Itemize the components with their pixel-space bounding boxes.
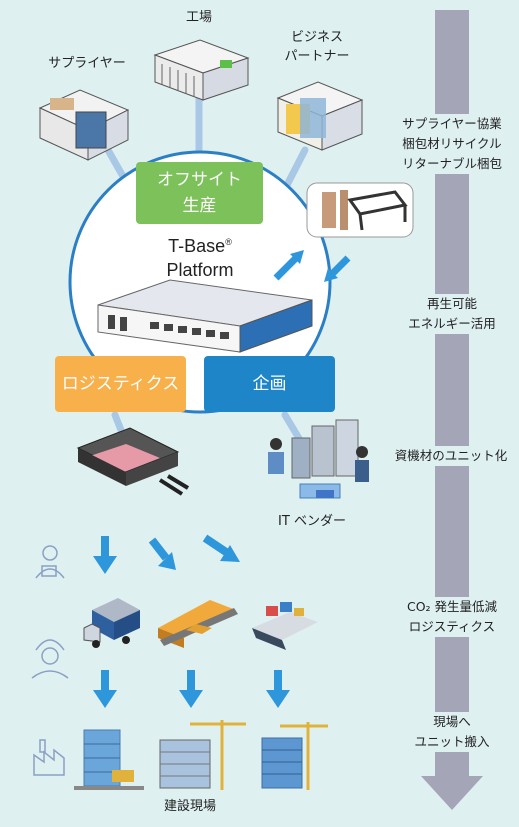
person-icon-1 (35, 545, 65, 579)
side-label-5-line-1: 現場へ (433, 714, 471, 729)
side-label-renewable: 再生可能 エネルギー活用 (390, 294, 514, 334)
platform-title-line-1: T-Base® (130, 230, 270, 258)
offsite-line-2: 生産 (182, 196, 217, 216)
side-label-unitization: 資機材のユニット化 (383, 446, 519, 466)
side-label-2-line-1: 再生可能 (426, 296, 477, 311)
construction-site-icon-1 (74, 729, 144, 790)
construction-site-icon-3 (261, 722, 328, 790)
cycle-arrows (273, 250, 351, 282)
side-label-5-line-2: ユニット搬入 (414, 734, 490, 749)
side-label-4-line-2: ロジスティクス (408, 619, 496, 634)
side-label-supplier-collab: サプライヤー協業 梱包材リサイクル リターナブル梱包 (388, 114, 516, 174)
side-label-co2-logistics: CO₂ 発生量低減 ロジスティクス (392, 597, 512, 637)
parts-unit-icon (306, 182, 414, 238)
unit-module-icon (76, 427, 190, 496)
construction-site-label: 建設現場 (163, 799, 216, 814)
factory-label: 工場 (185, 10, 212, 25)
side-label-unit-delivery: 現場へ ユニット搬入 (400, 712, 504, 752)
connector-planning (281, 411, 304, 444)
side-label-3-line-1: 資機材のユニット化 (394, 448, 508, 463)
worker-helmet-icon (31, 639, 69, 679)
it-vendor-icon (268, 419, 369, 499)
arrows-row-1 (93, 534, 240, 574)
supplier-building-icon (38, 89, 130, 161)
platform-title: T-Base® Platform (130, 230, 270, 282)
platform-title-line-2: Platform (166, 260, 234, 280)
registered-mark: ® (225, 237, 232, 247)
side-label-1-line-3: リターナブル梱包 (401, 156, 502, 171)
construction-site-icon-2 (159, 720, 246, 790)
side-label-2-line-2: エネルギー活用 (408, 316, 496, 331)
freight-train-icon (158, 600, 238, 648)
factory-building-icon (153, 39, 250, 101)
offsite-production-box: オフサイト 生産 (136, 162, 263, 224)
platform-building-icon (97, 279, 313, 353)
truck-icon (83, 598, 140, 648)
partner-building-icon (276, 81, 364, 151)
cargo-ship-icon (252, 602, 318, 650)
side-label-4-line-1: CO₂ 発生量低減 (406, 599, 498, 614)
supplier-label: サプライヤー (48, 56, 126, 71)
offsite-line-1: オフサイト (157, 170, 242, 190)
planning-box: 企画 (204, 356, 335, 412)
logistics-box: ロジスティクス (55, 356, 186, 412)
partner-label: ビジネス パートナー (272, 28, 362, 66)
platform-circle (68, 150, 332, 414)
arrows-row-2 (93, 670, 290, 708)
side-label-1-line-1: サプライヤー協業 (402, 116, 502, 131)
it-vendor-label: IT ベンダー (278, 514, 346, 529)
side-label-1-line-2: 梱包材リサイクル (402, 136, 502, 151)
factory-small-icon (33, 739, 65, 776)
platform-name: T-Base (168, 236, 226, 256)
partner-label-line-2: パートナー (284, 49, 350, 64)
partner-label-line-1: ビジネス (290, 30, 343, 45)
